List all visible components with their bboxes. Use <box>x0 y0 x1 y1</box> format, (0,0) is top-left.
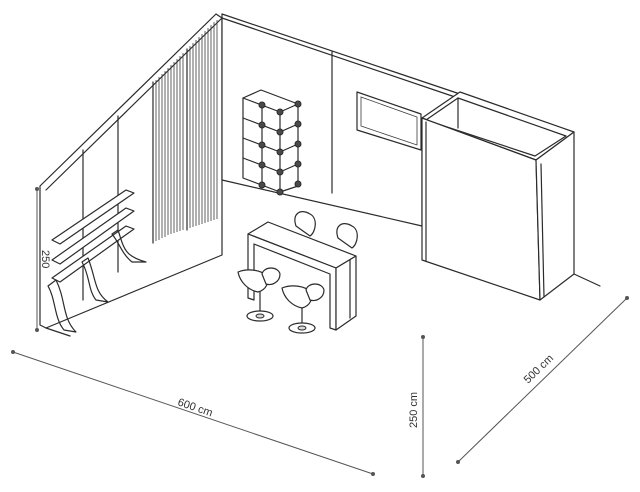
dimension-wall-height <box>35 187 39 332</box>
slat-panel-left <box>155 53 184 241</box>
storage-cabin <box>421 91 575 301</box>
stools-front <box>237 267 325 334</box>
slat-panel-right <box>189 20 218 228</box>
width-label: 600 cm <box>176 396 214 419</box>
left-wall <box>39 13 223 329</box>
height-label: 250 cm <box>408 392 420 428</box>
depth-label: 500 cm <box>522 352 556 386</box>
wall-shelves <box>47 189 147 333</box>
dimension-width <box>11 350 375 476</box>
bar-table <box>247 221 357 331</box>
dimension-depth <box>456 296 629 464</box>
wall-height-label: 250 <box>39 250 51 268</box>
dimension-height <box>421 335 425 478</box>
cube-shelf <box>242 89 302 196</box>
floor-outline <box>45 273 601 337</box>
wall-screen <box>356 91 422 151</box>
stools-back <box>294 211 358 249</box>
